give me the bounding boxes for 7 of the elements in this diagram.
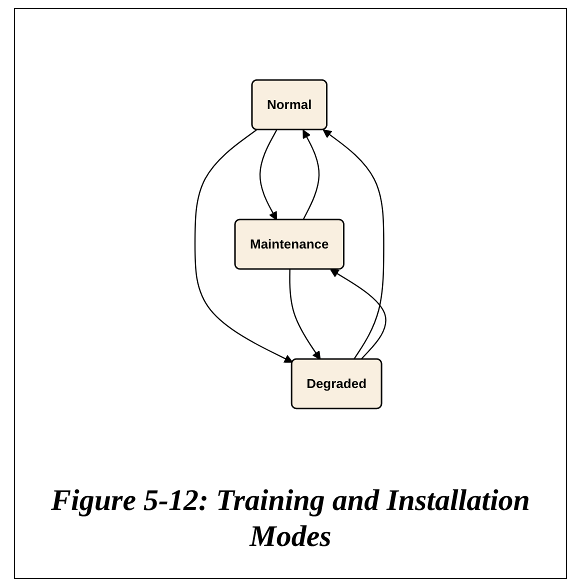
arrow — [330, 268, 386, 360]
arrow — [302, 129, 320, 220]
arrow — [322, 129, 384, 360]
arrow — [194, 129, 294, 362]
arrow — [260, 129, 278, 220]
arrow — [289, 269, 321, 360]
figure-caption: Figure 5-12: Training and Installation Modes — [50, 483, 531, 555]
